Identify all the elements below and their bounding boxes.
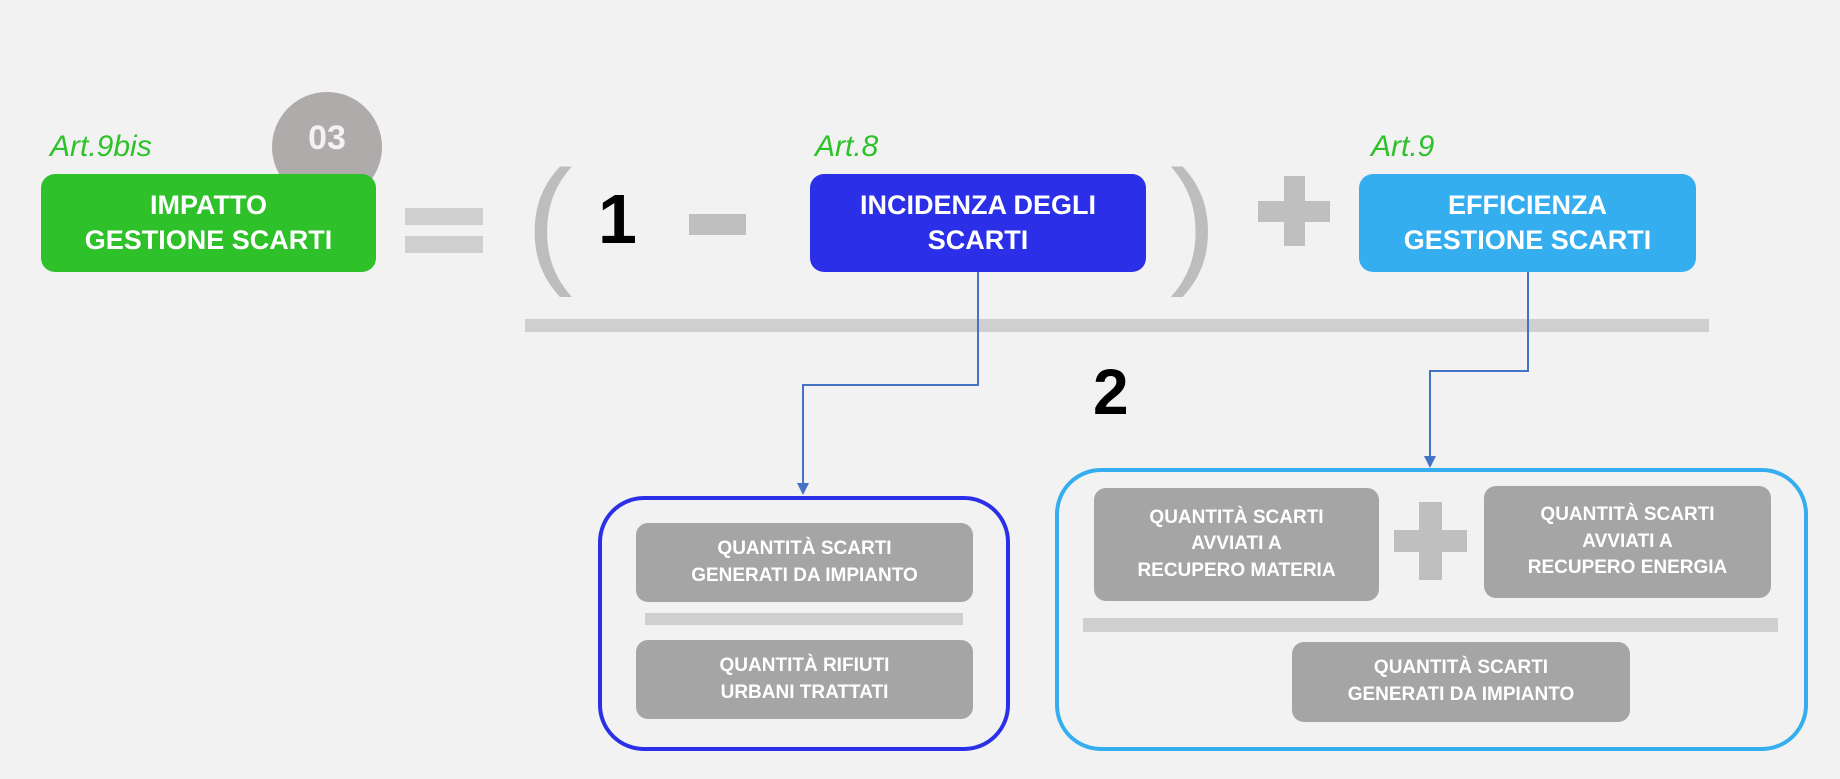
connector-incidence	[802, 384, 979, 386]
connector-incidence	[977, 272, 979, 385]
constant-one: 1	[598, 180, 637, 258]
incidence-fraction-bar	[645, 613, 963, 625]
article-label-9bis: Art.9bis	[50, 130, 152, 163]
box-label-line2: URBANI TRATTATI	[720, 681, 889, 703]
incidence-denominator-box: QUANTITÀ RIFIUTI URBANI TRATTATI	[636, 640, 973, 719]
box-label-line2: AVVIATI A	[1191, 533, 1282, 555]
box-label-line2: GESTIONE SCARTI	[84, 225, 333, 255]
incidenza-scarti-box: INCIDENZA DEGLI SCARTI	[810, 174, 1146, 272]
box-label-line1: QUANTITÀ SCARTI	[1540, 504, 1715, 526]
box-label-line1: QUANTITÀ SCARTI	[1149, 506, 1324, 528]
efficiency-fraction-bar	[1083, 618, 1778, 632]
close-parenthesis: )	[1170, 141, 1217, 298]
minus-sign	[689, 214, 746, 235]
efficienza-gestione-scarti-box: EFFICIENZA GESTIONE SCARTI	[1359, 174, 1696, 272]
open-parenthesis: (	[526, 141, 573, 298]
recupero-materia-box: QUANTITÀ SCARTI AVVIATI A RECUPERO MATER…	[1094, 488, 1379, 601]
recupero-energia-box: QUANTITÀ SCARTI AVVIATI A RECUPERO ENERG…	[1484, 486, 1771, 598]
box-label-line1: IMPATTO	[150, 189, 267, 220]
denominator-two: 2	[1093, 356, 1129, 428]
box-label-line1: QUANTITÀ SCARTI	[1373, 657, 1549, 679]
incidence-detail-container	[598, 496, 1010, 751]
box-label-line2: GENERATI DA IMPIANTO	[691, 564, 918, 586]
incidence-numerator-box: QUANTITÀ SCARTI GENERATI DA IMPIANTO	[636, 523, 973, 602]
efficiency-detail-container	[1055, 468, 1808, 751]
box-label-line1: INCIDENZA DEGLI	[860, 189, 1096, 220]
plus-sign-small	[1394, 502, 1467, 580]
box-label-line1: QUANTITÀ RIFIUTI	[719, 654, 890, 676]
connector-efficiency	[1429, 370, 1529, 372]
article-label-8: Art.8	[815, 130, 879, 163]
equals-sign-top	[405, 208, 483, 225]
arrow-down-icon	[797, 483, 809, 495]
article-label-9: Art.9	[1371, 130, 1435, 163]
box-label-line2: AVVIATI A	[1582, 530, 1673, 552]
box-label-line3: RECUPERO MATERIA	[1137, 559, 1336, 581]
step-number: 03	[308, 118, 346, 157]
box-label-line3: RECUPERO ENERGIA	[1527, 557, 1728, 579]
connector-efficiency	[1527, 272, 1529, 372]
box-label-line1: EFFICIENZA	[1448, 189, 1607, 220]
impatto-gestione-scarti-box: IMPATTO GESTIONE SCARTI	[41, 174, 376, 272]
efficiency-denominator-box: QUANTITÀ SCARTI GENERATI DA IMPIANTO	[1292, 642, 1630, 722]
plus-sign	[1258, 176, 1330, 246]
connector-incidence	[802, 384, 804, 484]
arrow-down-icon	[1424, 456, 1436, 468]
box-label-line2: GENERATI DA IMPIANTO	[1347, 684, 1575, 705]
box-label-line2: SCARTI	[927, 225, 1029, 255]
box-label-line2: GESTIONE SCARTI	[1403, 225, 1652, 255]
connector-efficiency	[1429, 370, 1431, 457]
equals-sign-bottom	[405, 236, 483, 253]
box-label-line1: QUANTITÀ SCARTI	[717, 537, 892, 559]
main-fraction-bar	[525, 319, 1709, 332]
